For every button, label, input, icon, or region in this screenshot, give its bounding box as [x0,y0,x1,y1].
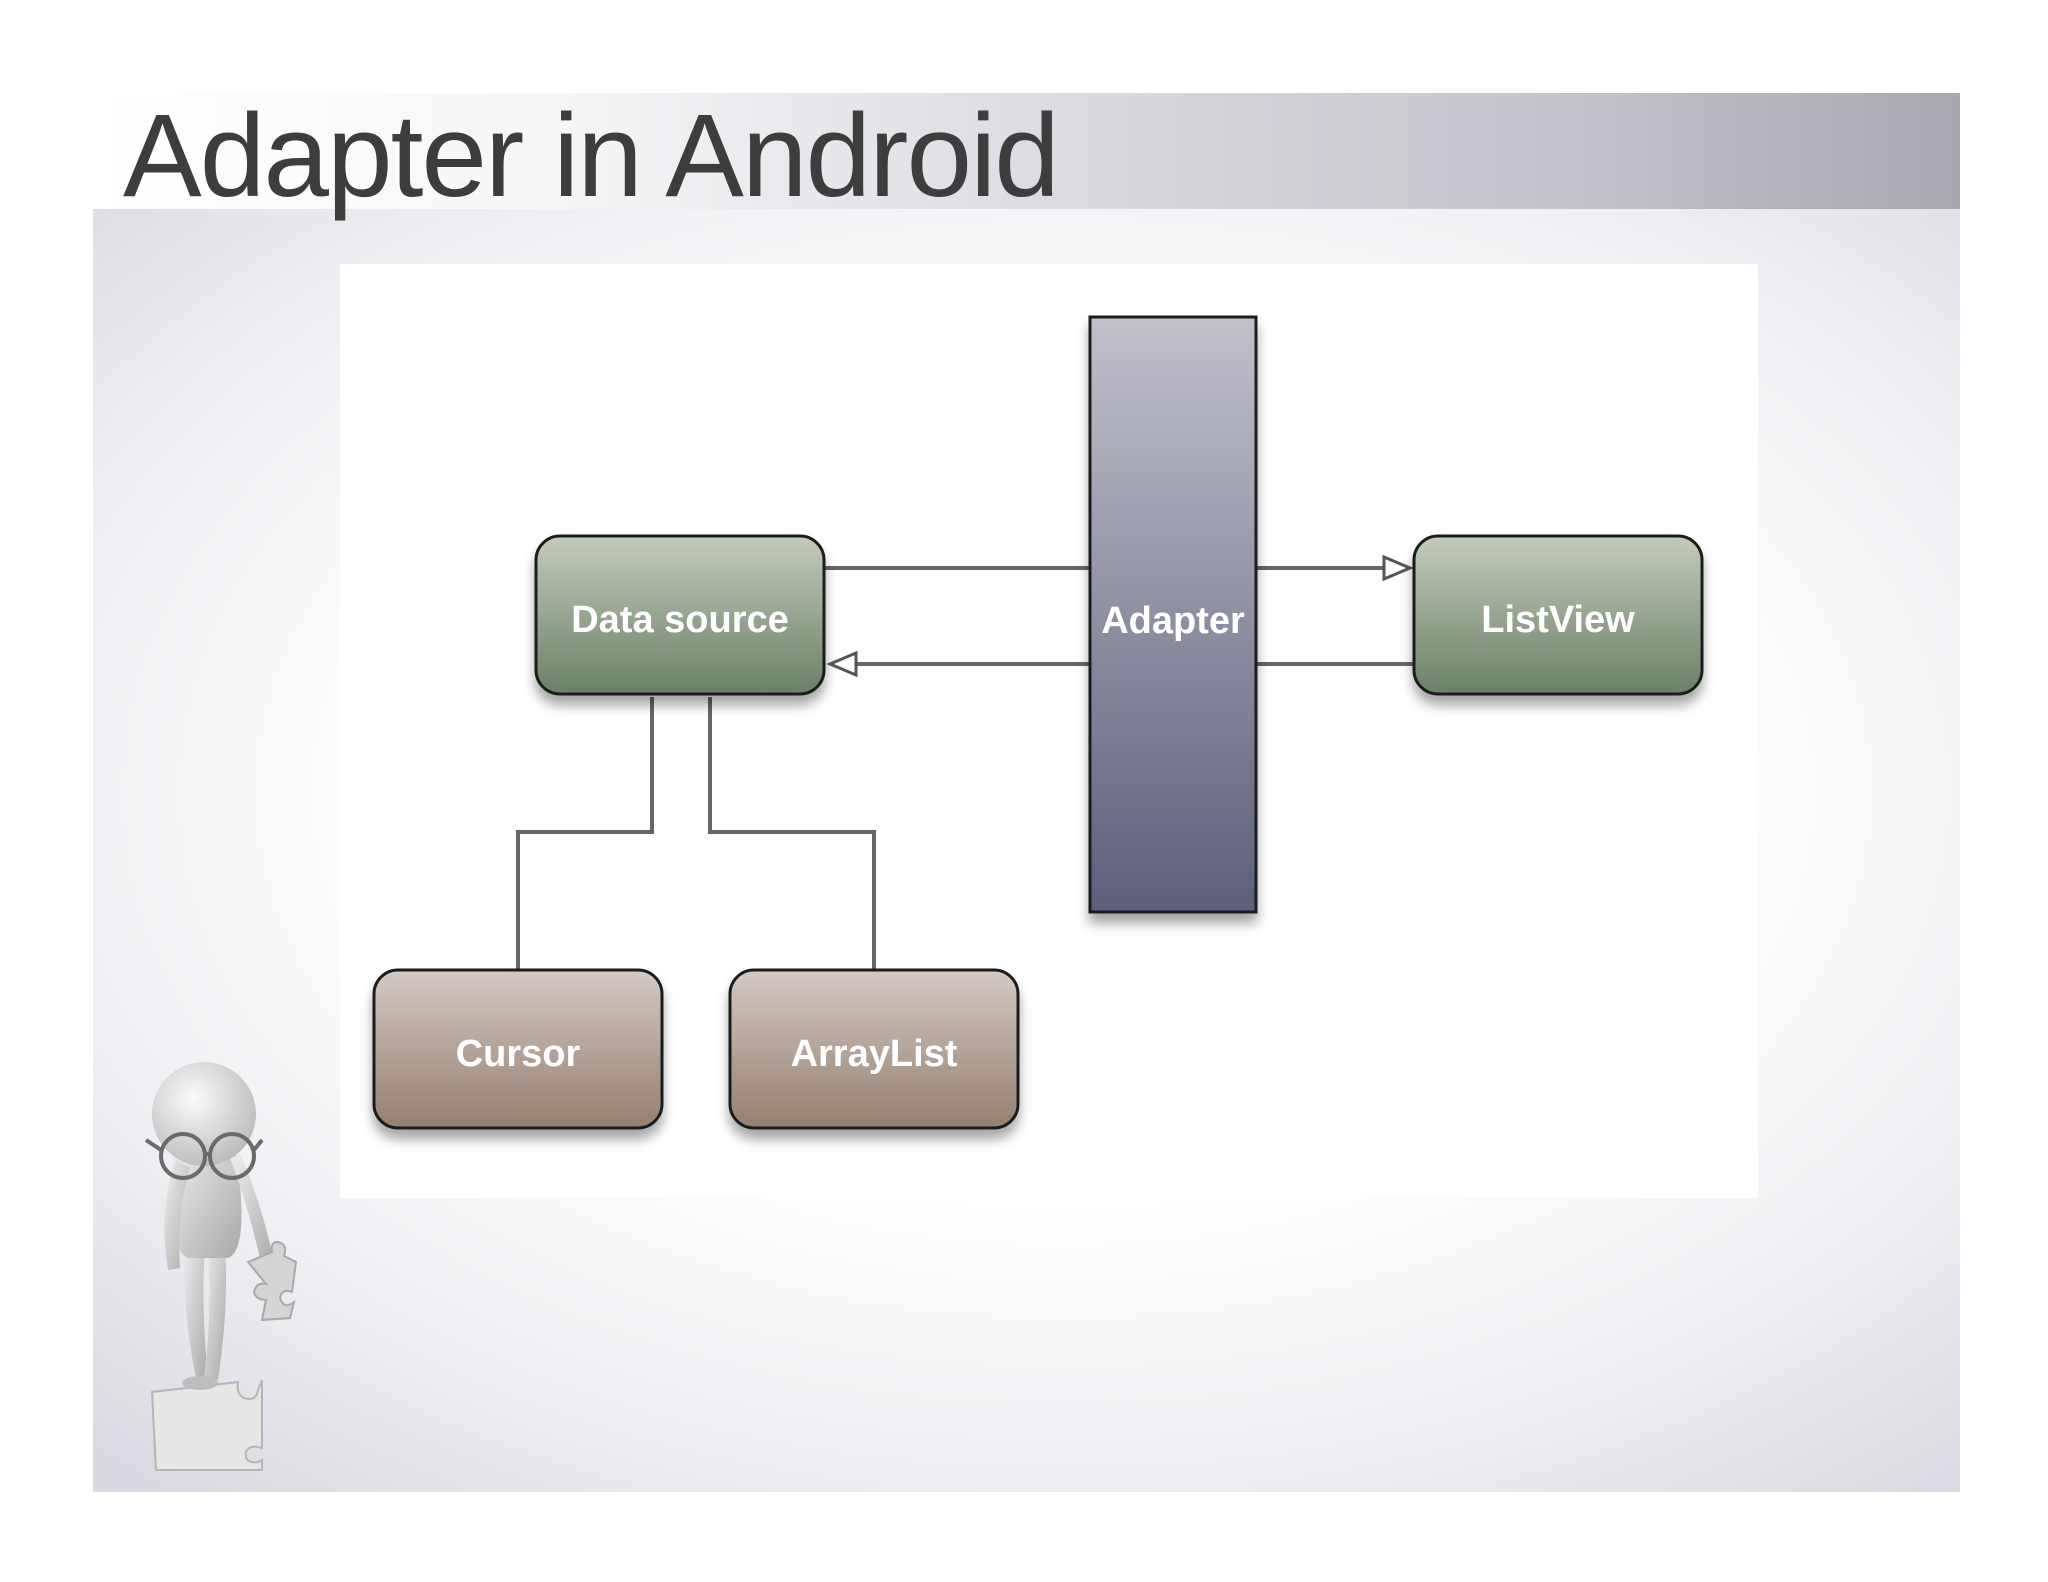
slide-title: Adapter in Android [123,93,1060,222]
cursor-label: Cursor [456,1033,581,1075]
adapter-label: Adapter [1101,600,1245,642]
arraylist-label: ArrayList [791,1033,958,1075]
arraylist-node [728,968,1020,1130]
arrowhead-listview [1382,554,1414,582]
listview-node [1412,534,1704,696]
listview-label: ListView [1481,599,1635,641]
data-source-node [534,534,826,696]
arrowhead-datasource [826,650,858,678]
connector-datasource-to-cursor [516,697,654,970]
adapter-node [1088,315,1258,914]
connector-datasource-to-arraylist [708,697,876,970]
cursor-node [372,968,664,1130]
data-source-label: Data source [571,599,789,641]
connectors [516,566,1414,970]
title-band [93,93,1960,209]
